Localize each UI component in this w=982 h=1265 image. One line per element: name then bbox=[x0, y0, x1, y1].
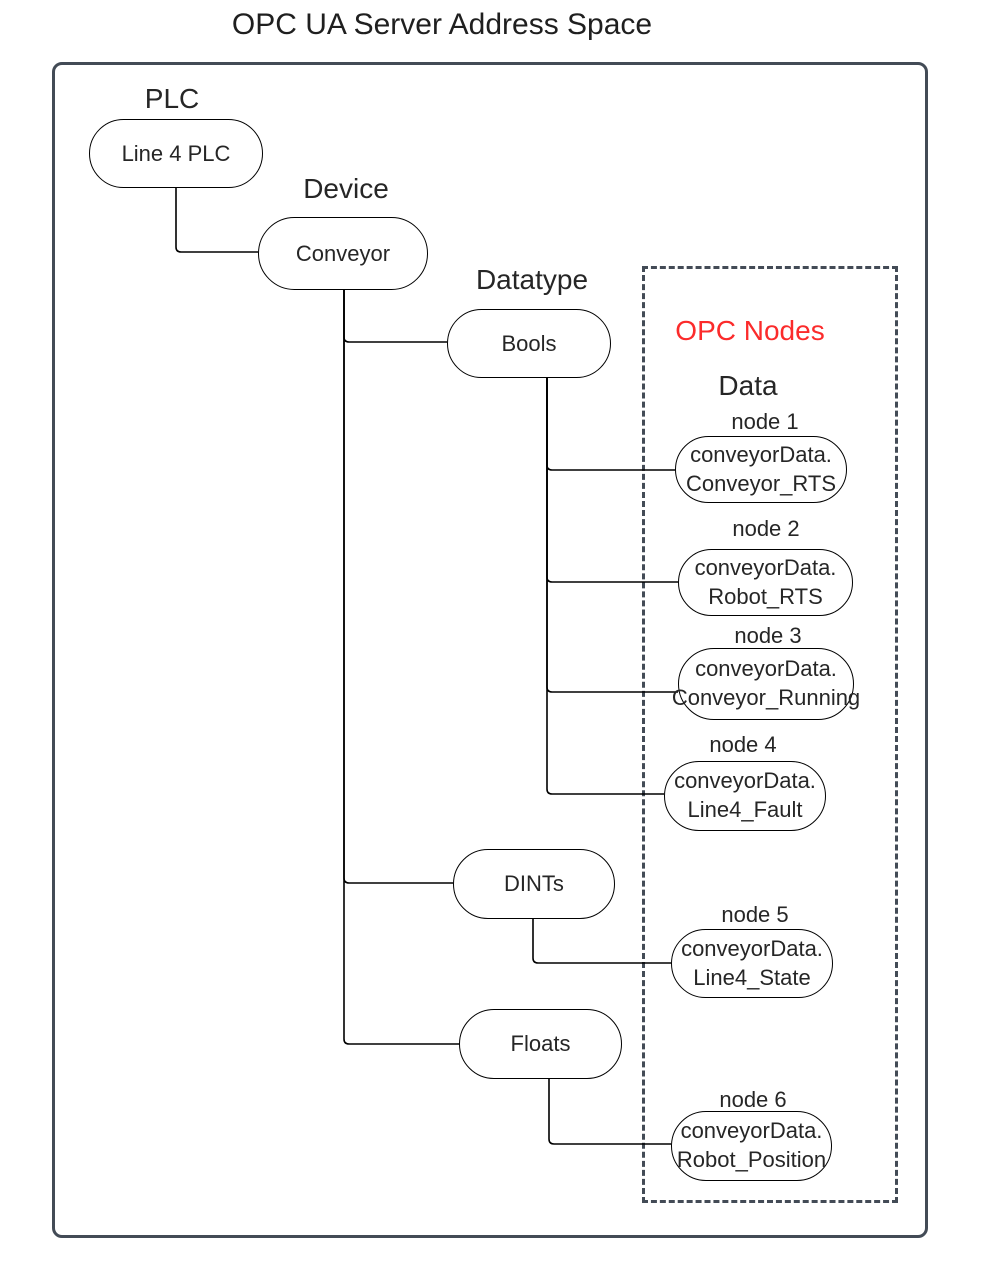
opc-node-5-label: node 5 bbox=[721, 902, 789, 927]
connector-floats-node6 bbox=[548, 1079, 671, 1145]
tree-node-bools: Bools bbox=[447, 309, 611, 378]
opc-node-1-pill: conveyorData. Conveyor_RTS bbox=[675, 436, 847, 503]
opc-node-2-pill: conveyorData. Robot_RTS bbox=[678, 549, 853, 616]
label-opc-nodes: OPC Nodes bbox=[675, 315, 825, 346]
connector-dints-node5 bbox=[532, 919, 671, 964]
connector-bools-node4 bbox=[546, 378, 664, 795]
connector-conveyor-floats bbox=[343, 290, 459, 1045]
connector-conveyor-dints bbox=[343, 290, 453, 884]
opc-node-1-label: node 1 bbox=[731, 409, 799, 434]
tree-node-line4-plc: Line 4 PLC bbox=[89, 119, 263, 188]
tree-node-floats: Floats bbox=[459, 1009, 622, 1079]
label-device: Device bbox=[303, 173, 389, 204]
label-datatype: Datatype bbox=[475, 264, 589, 295]
connector-conveyor-bools bbox=[343, 290, 447, 343]
tree-node-conveyor: Conveyor bbox=[258, 217, 428, 290]
opc-node-4-pill: conveyorData. Line4_Fault bbox=[664, 761, 826, 831]
opc-node-5-pill: conveyorData. Line4_State bbox=[671, 929, 833, 998]
label-data: Data bbox=[718, 370, 778, 401]
opc-node-3-pill: conveyorData. Conveyor_Running bbox=[672, 648, 860, 720]
opc-node-6-pill: conveyorData. Robot_Position bbox=[671, 1111, 832, 1181]
connector-plc-conveyor bbox=[175, 188, 258, 253]
tree-node-dints: DINTs bbox=[453, 849, 615, 919]
connector-bools-node3 bbox=[546, 378, 678, 693]
connector-bools-node2 bbox=[546, 378, 678, 583]
opc-node-6-label: node 6 bbox=[719, 1087, 787, 1112]
opc-node-3-label: node 3 bbox=[734, 623, 802, 648]
address-space-frame bbox=[52, 62, 928, 1238]
connector-bools-node1 bbox=[546, 378, 675, 471]
opc-node-2-label: node 2 bbox=[732, 516, 800, 541]
label-plc: PLC bbox=[144, 83, 200, 114]
opc-nodes-frame bbox=[642, 266, 898, 1203]
opc-node-4-label: node 4 bbox=[709, 732, 777, 757]
diagram-title: OPC UA Server Address Space bbox=[231, 8, 653, 41]
